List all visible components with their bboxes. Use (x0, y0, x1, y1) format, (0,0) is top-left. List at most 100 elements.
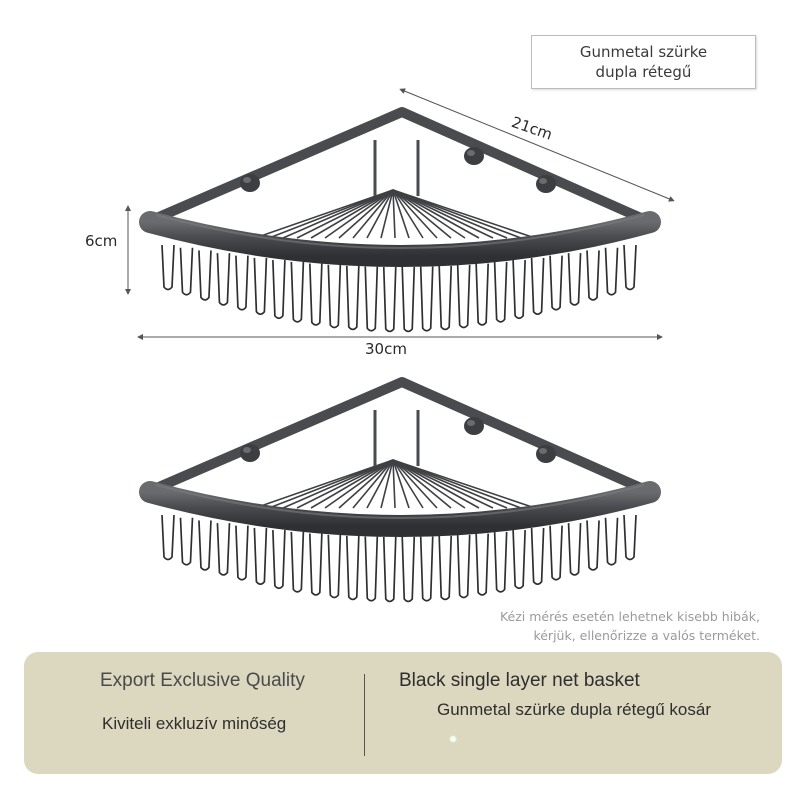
mount-knob (240, 174, 260, 192)
banner-left-column: Export Exclusive Quality Kiviteli exkluz… (24, 652, 364, 774)
floor-wire (254, 459, 394, 509)
floor-wire (310, 459, 394, 509)
floor-wire (392, 189, 452, 239)
front-wire (549, 525, 563, 581)
front-wire (308, 533, 323, 596)
floor-wire (392, 459, 494, 509)
front-rim (139, 481, 661, 537)
product-variant-label: Gunmetal szürke dupla rétegű (531, 35, 756, 89)
floor-wire (366, 189, 394, 239)
banner-divider (364, 674, 365, 756)
front-wire (438, 265, 453, 331)
height-label: 6cm (85, 232, 118, 250)
front-wire (216, 523, 231, 576)
floor-wire (296, 189, 394, 239)
front-wire (549, 255, 563, 311)
front-wire (586, 520, 600, 571)
front-wire (161, 514, 175, 561)
banner-left-subtitle: Kiviteli exkluzív minőség (102, 714, 287, 733)
knob-highlight (539, 178, 547, 184)
front-wire (419, 536, 434, 602)
floor-wire (380, 189, 394, 239)
floor-wire (268, 459, 394, 509)
floor-wire (392, 189, 480, 239)
floor-wire (268, 189, 394, 239)
knob-highlight (539, 448, 547, 454)
front-wire (272, 260, 286, 320)
front-wire (345, 265, 360, 331)
floor-wire (310, 189, 394, 239)
floor-wire (324, 459, 394, 509)
front-wire (530, 527, 545, 586)
mount-knob (240, 444, 260, 462)
front-wire (253, 257, 268, 316)
front-wire (604, 517, 619, 566)
front-wire (161, 244, 175, 291)
mount-knob (536, 175, 556, 193)
front-wire (290, 261, 305, 323)
rim-highlight (155, 484, 645, 519)
front-wire (308, 263, 323, 326)
front-wire (623, 514, 637, 561)
note-line1: Kézi mérés esetén lehetnek kisebb hibák, (499, 609, 760, 624)
note-line2: kérjük, ellenőrizze a valós terméket. (533, 628, 760, 643)
floor-wire (392, 459, 438, 509)
front-wire (345, 535, 360, 601)
front-wire (272, 530, 286, 590)
floor-wire (296, 459, 394, 509)
floor-wire (254, 189, 394, 239)
floor-wire (338, 189, 394, 239)
back-frame (150, 377, 653, 497)
front-wire (475, 533, 490, 596)
corner-basket-top (139, 107, 661, 333)
front-wire (475, 263, 490, 326)
banner-right-title: Black single layer net basket (399, 670, 640, 691)
front-wire (456, 534, 471, 599)
mount-knob (536, 445, 556, 463)
floor-wire (392, 459, 452, 509)
banner-left-title: Export Exclusive Quality (100, 670, 305, 691)
front-wire (235, 525, 249, 581)
sparkle-decoration (449, 735, 457, 743)
front-wire (382, 266, 397, 333)
front-wire (567, 253, 582, 306)
front-wire (179, 517, 194, 566)
floor-wire (324, 189, 394, 239)
banner-right-subtitle: Gunmetal szürke dupla rétegű kosár (436, 700, 712, 719)
floor-wire (392, 459, 466, 509)
floor-wire (392, 459, 480, 509)
floor-wire (338, 459, 394, 509)
floor-wire (392, 189, 466, 239)
back-frame (150, 107, 653, 227)
measurement-note: Kézi mérés esetén lehetnek kisebb hibák,… (500, 607, 760, 645)
front-wire (382, 536, 397, 603)
front-wire (604, 247, 619, 296)
front-wire (290, 531, 305, 593)
floor-wire (392, 189, 536, 239)
floor-wire (392, 189, 396, 239)
variant-label-line2: dupla rétegű (595, 63, 692, 81)
front-wire (419, 266, 434, 332)
rim-highlight (155, 214, 645, 249)
floor-wire (392, 189, 410, 239)
front-wire (235, 255, 249, 311)
front-wire (327, 264, 342, 329)
front-wire (493, 531, 508, 593)
floor-wire (366, 459, 394, 509)
floor-wire (392, 459, 396, 509)
floor-wire (282, 459, 394, 509)
depth-dimension-line (399, 88, 675, 202)
floor-wire (380, 459, 394, 509)
front-wire (327, 534, 342, 599)
floor-wire (392, 459, 424, 509)
width-label: 30cm (365, 340, 407, 358)
floor-wire (352, 189, 394, 239)
floor-wire (392, 189, 508, 239)
front-wire (623, 244, 637, 291)
front-rim (139, 211, 661, 267)
front-wire (216, 253, 231, 306)
floor-wire (392, 459, 508, 509)
mount-knob (464, 147, 484, 165)
knob-highlight (467, 150, 475, 156)
